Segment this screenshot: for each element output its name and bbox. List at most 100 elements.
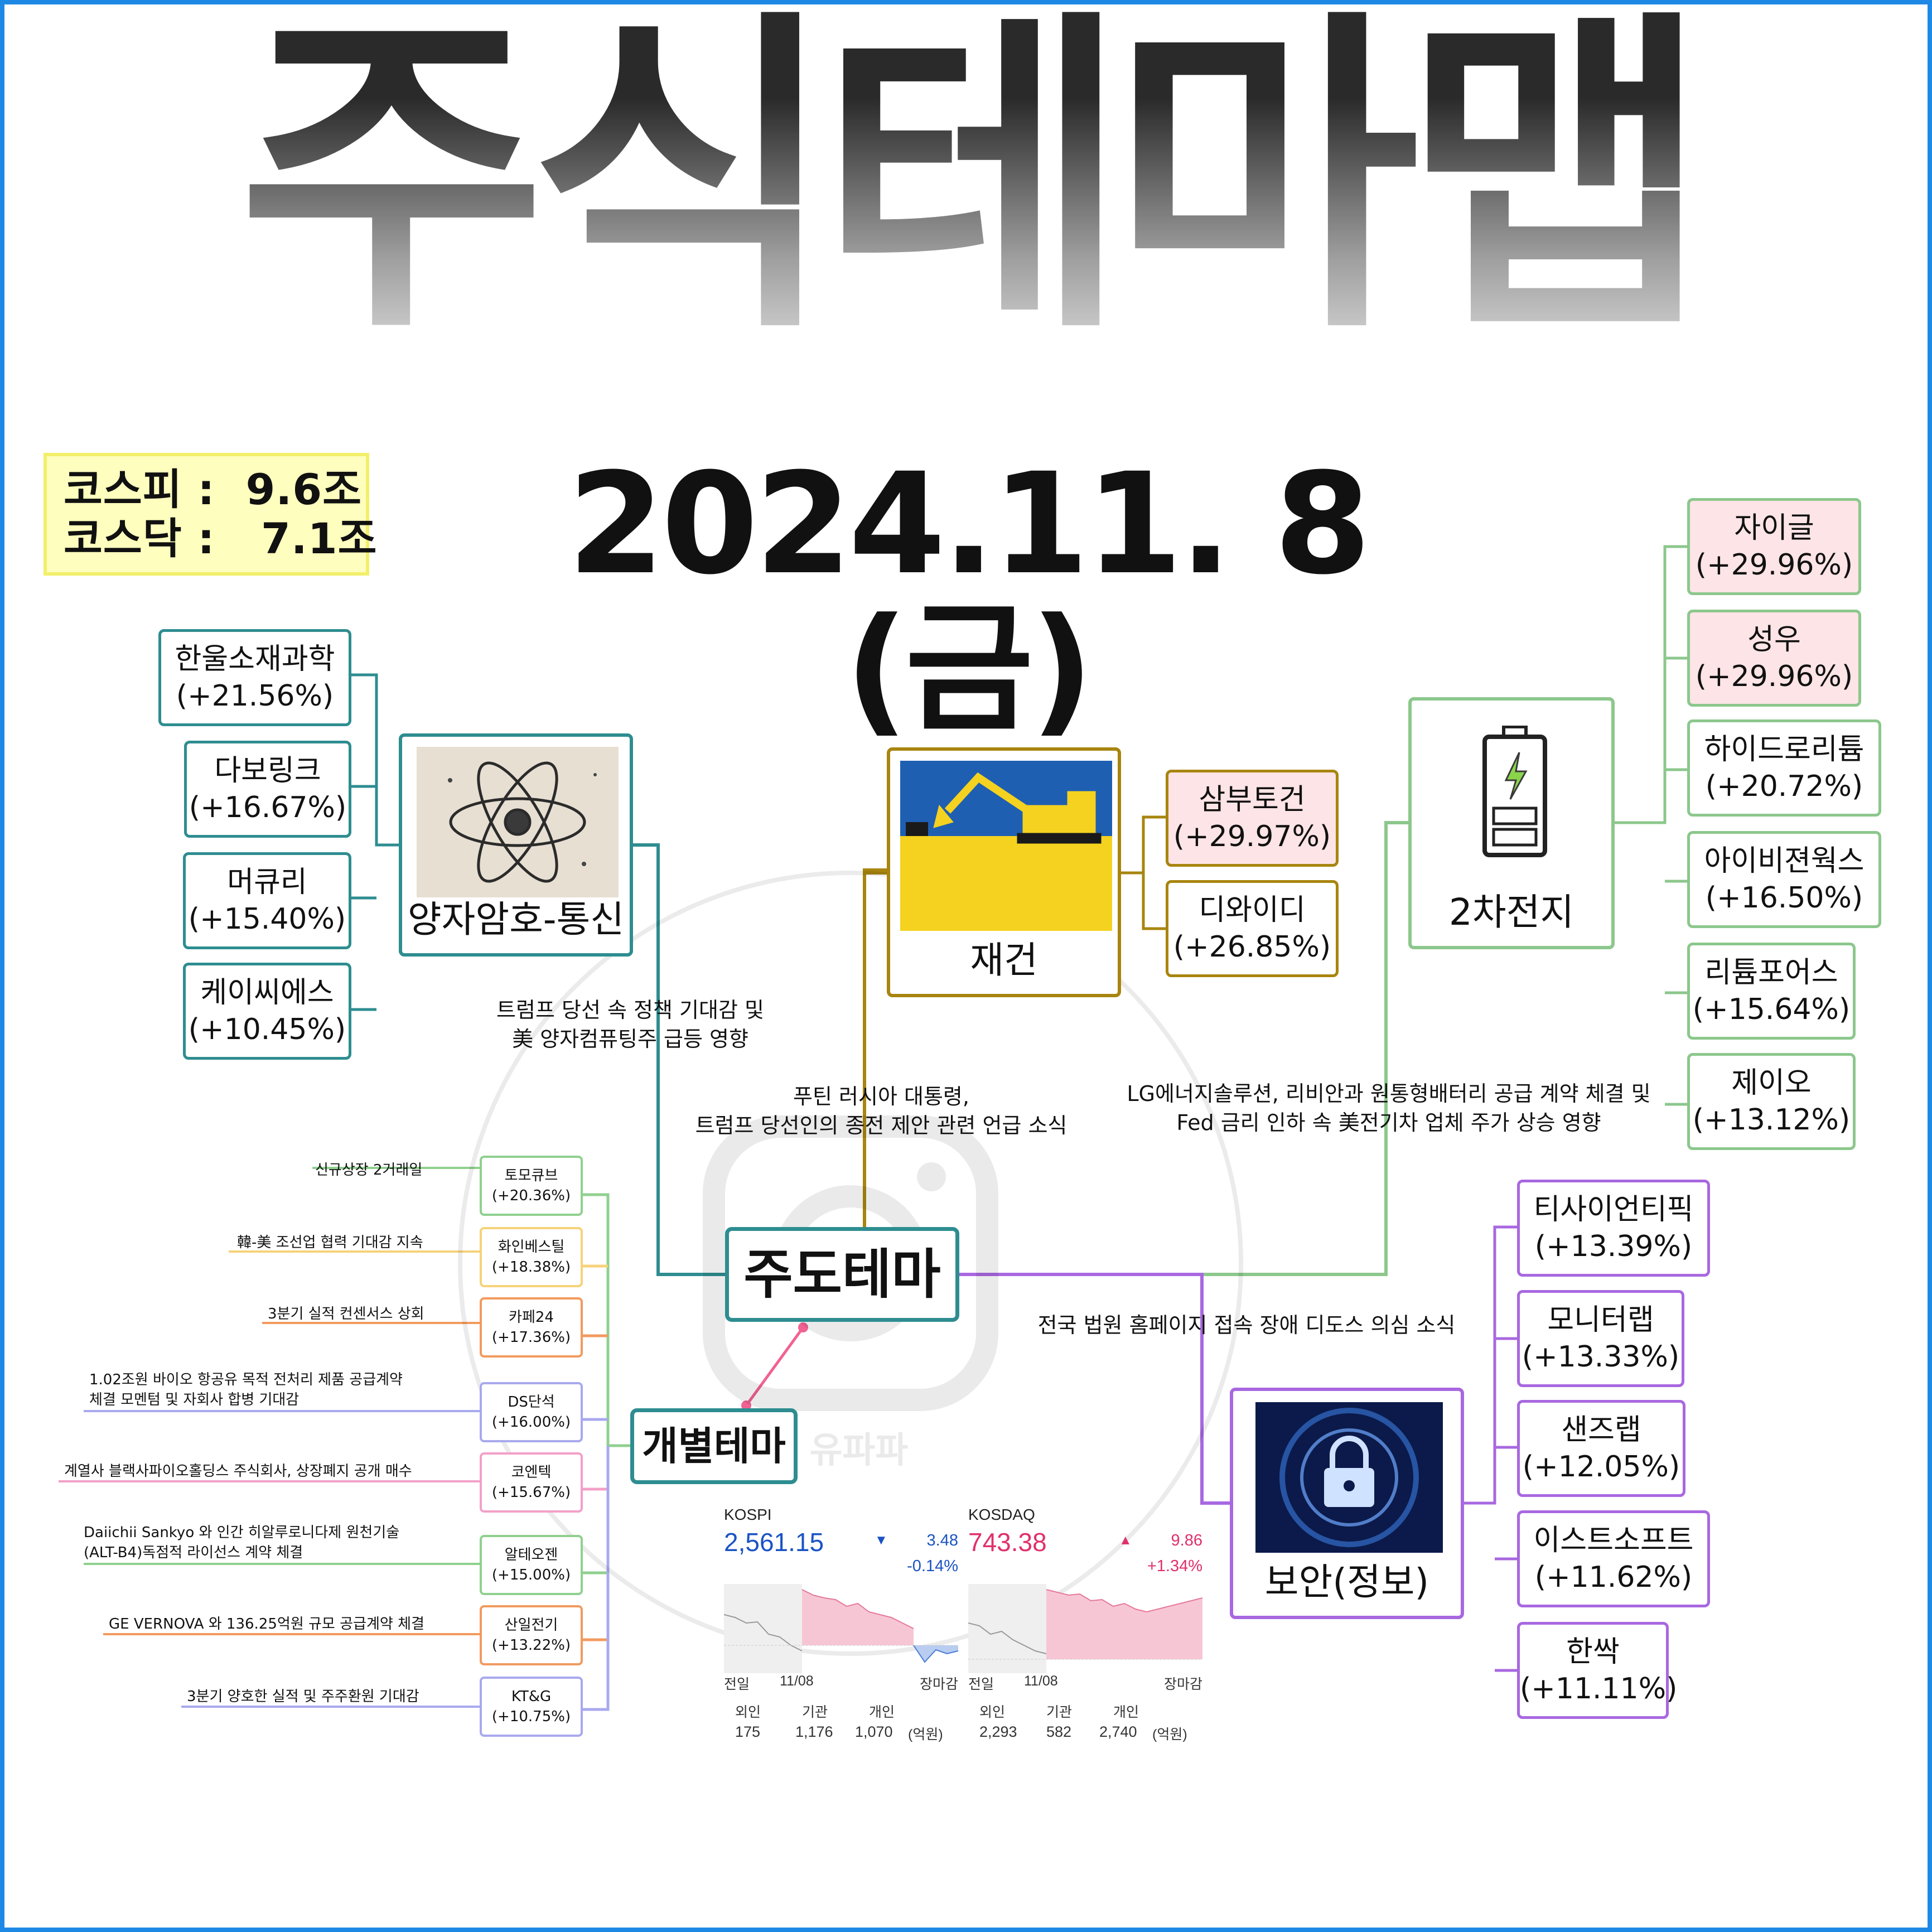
retail-value: 1,070 xyxy=(855,1723,893,1740)
stock-box[interactable]: 모니터랩 (+13.33%) xyxy=(1517,1290,1684,1387)
stock-box[interactable]: 이스트소프트 (+11.62%) xyxy=(1517,1510,1710,1607)
stock-name: 모니터랩 xyxy=(1547,1303,1654,1337)
unit-label: (억원) xyxy=(1152,1727,1187,1742)
stock-change: (+20.72%) xyxy=(1705,770,1863,803)
stock-name: 알테오젠 xyxy=(504,1547,558,1563)
stock-change: (+29.96%) xyxy=(1695,548,1853,582)
main-theme-hub[interactable]: 주도테마 xyxy=(725,1227,959,1322)
individual-note: Daiichii Sankyo 와 인간 히알루로니다제 원천기술 (ALT-B… xyxy=(84,1524,400,1561)
stock-change: (+11.62%) xyxy=(1534,1561,1693,1594)
stock-change: (+15.40%) xyxy=(188,902,346,936)
theme-security[interactable]: 보안(정보) xyxy=(1230,1388,1464,1619)
stock-change: (+11.11%) xyxy=(1520,1672,1678,1706)
theme-battery[interactable]: 2차전지 xyxy=(1408,697,1615,949)
stock-box[interactable]: 머큐리 (+15.40%) xyxy=(183,852,351,949)
market-change-pct: +1.34% xyxy=(1147,1557,1202,1575)
foreign-label: 외인 xyxy=(735,1704,761,1720)
kospi-widget[interactable]: KOSPI 2,561.15 ▼ 3.48 -0.14% 전일 11/08 장마… xyxy=(724,1506,958,1751)
stock-change: (+21.56%) xyxy=(176,679,334,713)
stock-change: (+16.67%) xyxy=(189,791,347,824)
theme-note: 트럼프 당선 속 정책 기대감 및 美 양자컴퓨팅주 급등 영향 xyxy=(496,998,764,1051)
stock-box[interactable]: 한싹 (+11.11%) xyxy=(1517,1622,1678,1719)
chart-axis-left: 전일 xyxy=(968,1677,994,1692)
individual-stock-box[interactable]: 토모큐브 (+20.36%) xyxy=(480,1156,583,1216)
stock-box-limit-up[interactable]: 삼부토건 (+29.97%) xyxy=(1166,770,1339,867)
stock-box[interactable]: 한울소재과학 (+21.56%) xyxy=(158,629,351,726)
stock-change: (+13.39%) xyxy=(1534,1230,1693,1263)
stock-change: (+29.96%) xyxy=(1695,660,1853,693)
theme-note: 푸틴 러시아 대통령, 트럼프 당선인의 종전 제안 관련 언급 소식 xyxy=(695,1084,1068,1138)
stock-change: (+16.50%) xyxy=(1705,881,1863,915)
excavator-icon xyxy=(900,761,1112,931)
stock-change: (+15.67%) xyxy=(491,1484,571,1501)
theme-quantum[interactable]: 양자암호-통신 xyxy=(399,733,633,957)
stock-box[interactable]: 티사이언티픽 (+13.39%) xyxy=(1517,1180,1710,1277)
kosdaq-volume: 코스닥 : 7.1조 xyxy=(64,514,378,563)
stock-box[interactable]: 제이오 (+13.12%) xyxy=(1687,1053,1856,1150)
individual-stock-box[interactable]: 카페24 (+17.36%) xyxy=(480,1297,583,1358)
padlock-icon xyxy=(1255,1402,1443,1553)
stock-name: 머큐리 xyxy=(227,866,307,899)
foreign-value: 175 xyxy=(735,1723,761,1740)
stock-box[interactable]: 하이드로리튬 (+20.72%) xyxy=(1687,719,1881,817)
stock-box-limit-up[interactable]: 자이글 (+29.96%) xyxy=(1687,498,1861,595)
individual-note: 韓-美 조선업 협력 기대감 지속 xyxy=(237,1234,423,1251)
stock-name: DS단석 xyxy=(508,1394,555,1411)
stock-name: 제이오 xyxy=(1731,1066,1812,1100)
theme-reconstruction[interactable]: 재건 xyxy=(887,747,1121,997)
stock-box[interactable]: 케이씨에스 (+10.45%) xyxy=(183,963,351,1060)
stock-change: (+13.12%) xyxy=(1692,1103,1851,1137)
atom-icon xyxy=(417,747,619,897)
stock-box[interactable]: 아이비젼웍스 (+16.50%) xyxy=(1687,831,1881,928)
unit-label: (억원) xyxy=(908,1727,943,1742)
theme-label: 2차전지 xyxy=(1448,891,1574,934)
individual-note: 1.02조원 바이오 항공유 목적 전처리 제품 공급계약 체결 모멘텀 및 자… xyxy=(89,1371,403,1408)
market-name: KOSPI xyxy=(724,1506,772,1523)
stock-name: 이스트소프트 xyxy=(1533,1524,1694,1557)
kosdaq-widget[interactable]: KOSDAQ 743.38 ▲ 9.86 +1.34% 전일 11/08 장마감… xyxy=(968,1506,1202,1751)
stock-box-limit-up[interactable]: 성우 (+29.96%) xyxy=(1687,610,1861,707)
stock-name: 화인베스틸 xyxy=(498,1239,565,1255)
market-value: 2,561.15 xyxy=(724,1528,824,1557)
stock-change: (+13.22%) xyxy=(491,1637,571,1654)
date-label: 2024.11. 8 (금) xyxy=(567,443,1371,750)
individual-stock-box[interactable]: 화인베스틸 (+18.38%) xyxy=(480,1227,583,1287)
stock-name: 티사이언티픽 xyxy=(1533,1193,1694,1226)
institution-label: 기관 xyxy=(1046,1704,1073,1720)
chart-axis-mid: 11/08 xyxy=(780,1673,814,1689)
stock-box[interactable]: 샌즈랩 (+12.05%) xyxy=(1517,1400,1685,1497)
stock-change: (+10.45%) xyxy=(188,1013,346,1046)
stock-name: 코엔텍 xyxy=(511,1464,552,1481)
stock-box[interactable]: 디와이디 (+26.85%) xyxy=(1166,880,1339,977)
theme-note: LG에너지솔루션, 리비안과 원통형배터리 공급 계약 체결 및 Fed 금리 … xyxy=(1127,1081,1651,1135)
individual-stock-box[interactable]: 알테오젠 (+15.00%) xyxy=(480,1535,583,1595)
market-change-pct: -0.14% xyxy=(907,1557,958,1575)
stock-change: (+16.00%) xyxy=(491,1414,571,1431)
stock-name: 한울소재과학 xyxy=(175,643,335,676)
stock-change: (+17.36%) xyxy=(491,1329,571,1346)
institution-value: 582 xyxy=(1046,1723,1072,1740)
individual-note: 신규상장 2거래일 xyxy=(315,1162,423,1178)
theme-note: 전국 법원 홈페이지 접속 장애 디도스 의심 소식 xyxy=(1037,1313,1456,1337)
intraday-chart xyxy=(724,1584,958,1673)
individual-theme-hub[interactable]: 개별테마 xyxy=(630,1408,798,1484)
chart-axis-left: 전일 xyxy=(724,1677,750,1692)
individual-stock-box[interactable]: 코엔텍 (+15.67%) xyxy=(480,1452,583,1513)
market-name: KOSDAQ xyxy=(968,1506,1035,1523)
stock-name: 성우 xyxy=(1747,623,1801,656)
market-change: 9.86 xyxy=(1171,1532,1202,1549)
stock-box[interactable]: 다보링크 (+16.67%) xyxy=(184,741,351,838)
stock-name: 삼부토건 xyxy=(1199,783,1306,817)
stock-name: 하이드로리튬 xyxy=(1704,733,1865,766)
intraday-chart xyxy=(968,1584,1202,1673)
individual-stock-box[interactable]: 산일전기 (+13.22%) xyxy=(480,1605,583,1665)
stock-name: KT&G xyxy=(511,1688,552,1705)
page-title: 주식테마맵 xyxy=(238,0,1711,373)
individual-stock-box[interactable]: KT&G (+10.75%) xyxy=(480,1677,583,1737)
theme-label: 양자암호-통신 xyxy=(407,898,625,941)
stock-box[interactable]: 리튬포어스 (+15.64%) xyxy=(1687,943,1856,1040)
chart-axis-right: 장마감 xyxy=(919,1677,958,1692)
individual-stock-box[interactable]: DS단석 (+16.00%) xyxy=(480,1382,583,1442)
stock-change: (+15.00%) xyxy=(491,1567,571,1583)
kospi-volume: 코스피 : 9.6조 xyxy=(64,465,363,514)
